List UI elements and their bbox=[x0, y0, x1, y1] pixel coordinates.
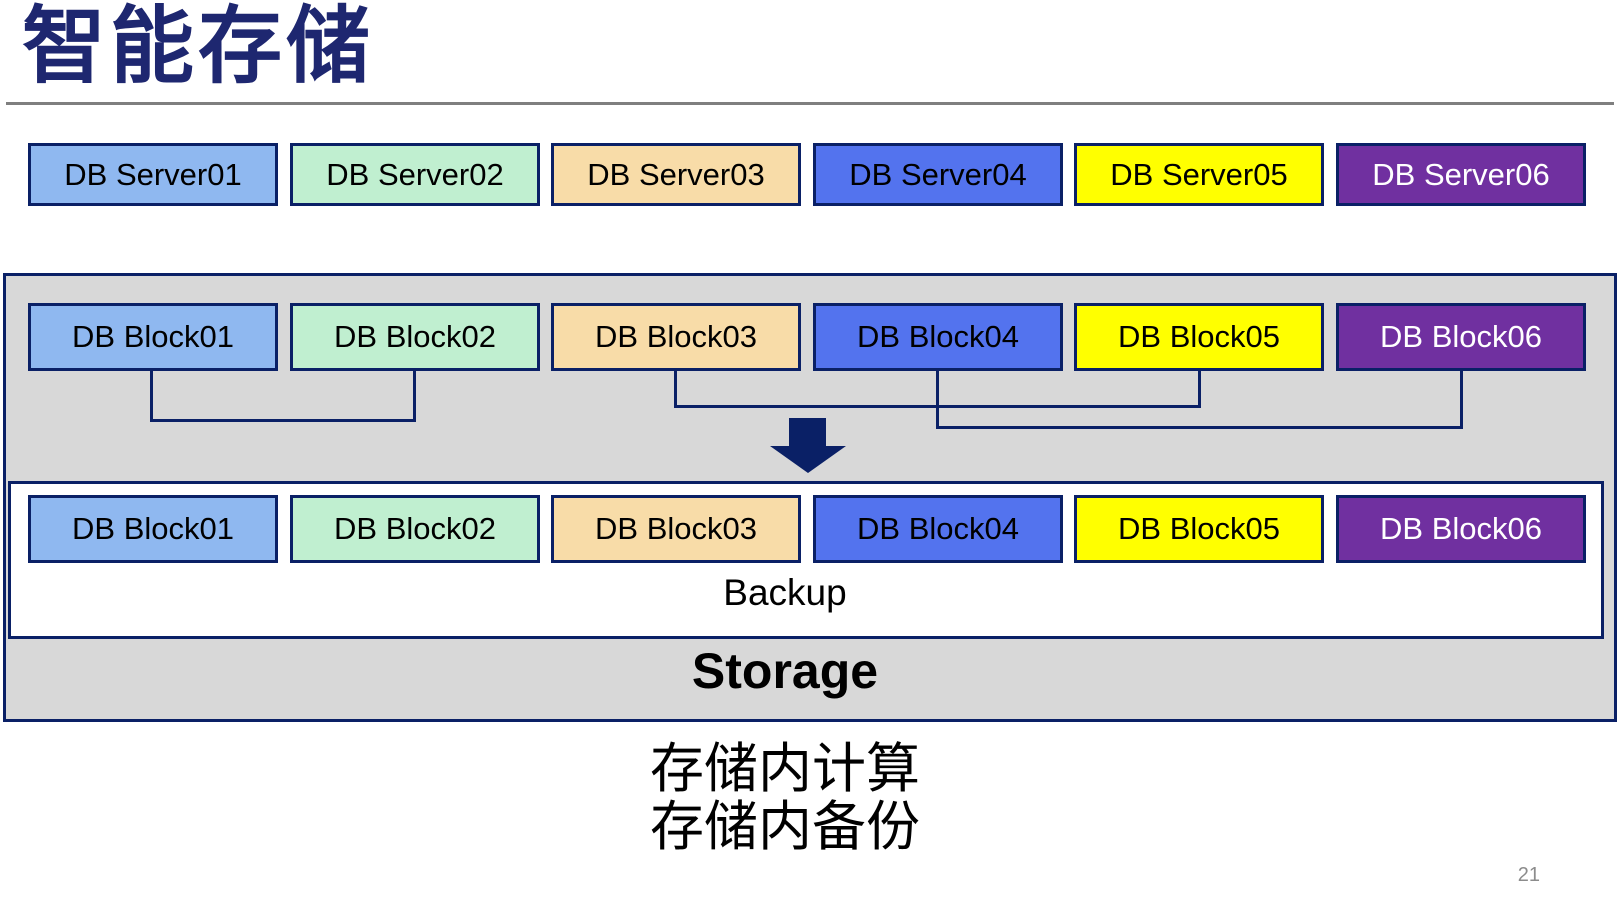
caption-block: 存储内计算 存储内备份 bbox=[0, 740, 1570, 856]
page-number: 21 bbox=[1517, 864, 1540, 886]
connector-4-6-left bbox=[936, 371, 939, 429]
server-box-5: DB Server05 bbox=[1074, 143, 1324, 206]
down-arrow-stem bbox=[789, 418, 826, 447]
block-row2-box-3: DB Block03 bbox=[551, 495, 801, 563]
connector-4-6-bottom bbox=[936, 426, 1463, 429]
block-row2-box-5: DB Block05 bbox=[1074, 495, 1324, 563]
block-row2-box-6: DB Block06 bbox=[1336, 495, 1586, 563]
block-row2-box-4: DB Block04 bbox=[813, 495, 1063, 563]
block-row1-box-3: DB Block03 bbox=[551, 303, 801, 371]
connector-4-6-right bbox=[1460, 371, 1463, 429]
slide-title: 智能存储 bbox=[22, 0, 375, 93]
server-box-1: DB Server01 bbox=[28, 143, 278, 206]
backup-label: Backup bbox=[723, 572, 847, 613]
connector-3-5-left bbox=[674, 371, 677, 408]
block-row2-box-1: DB Block01 bbox=[28, 495, 278, 563]
block-row1-box-4: DB Block04 bbox=[813, 303, 1063, 371]
connector-1-2-left bbox=[150, 371, 153, 422]
down-arrow-icon bbox=[770, 446, 846, 473]
caption-line-1: 存储内计算 bbox=[650, 739, 920, 799]
block-row1-box-1: DB Block01 bbox=[28, 303, 278, 371]
server-box-2: DB Server02 bbox=[290, 143, 540, 206]
block-row1-box-5: DB Block05 bbox=[1074, 303, 1324, 371]
block-row2-box-2: DB Block02 bbox=[290, 495, 540, 563]
server-box-6: DB Server06 bbox=[1336, 143, 1586, 206]
block-row1-box-6: DB Block06 bbox=[1336, 303, 1586, 371]
connector-3-5-right bbox=[1198, 371, 1201, 408]
server-box-4: DB Server04 bbox=[813, 143, 1063, 206]
connector-1-2-bottom bbox=[150, 419, 416, 422]
connector-1-2-right bbox=[413, 371, 416, 422]
title-divider bbox=[6, 102, 1614, 105]
storage-label: Storage bbox=[691, 643, 879, 699]
block-row1-box-2: DB Block02 bbox=[290, 303, 540, 371]
caption-line-2: 存储内备份 bbox=[650, 797, 920, 857]
server-box-3: DB Server03 bbox=[551, 143, 801, 206]
